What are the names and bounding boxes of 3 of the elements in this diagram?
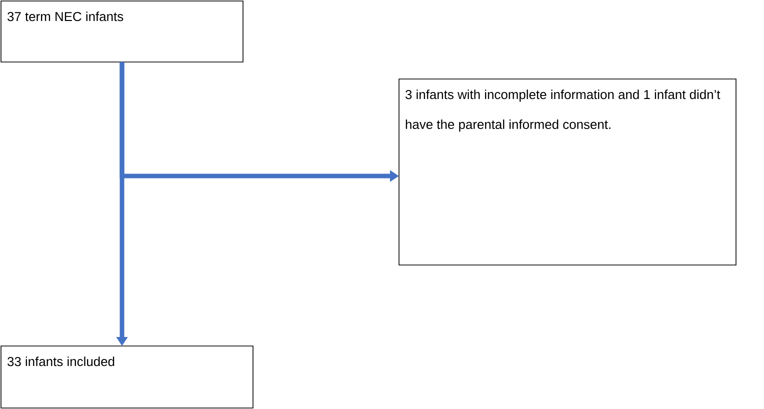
- process-box: 3 infants with incomplete information and 1 infant didn’t have the parental informed consent.: [398, 78, 736, 266]
- process-box: 37 term NEC infants: [0, 0, 244, 62]
- process-box: 33 infants included: [0, 346, 254, 408]
